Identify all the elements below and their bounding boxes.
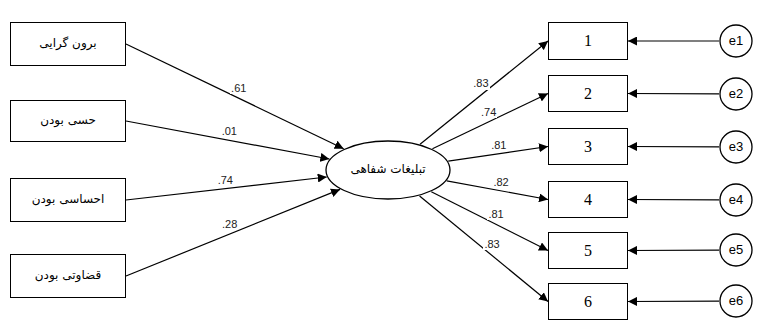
node-label: e4 [729,193,743,207]
path-coefficient: .83 [483,238,500,250]
node-label: قضاوتی بودن [35,269,101,282]
path-coefficient: .74 [217,174,234,186]
path-coefficient: .81 [487,208,504,220]
path-arrow [628,199,719,201]
path-coefficient: .01 [221,125,238,137]
path-arrow [628,40,719,41]
indicator-box: 6 [548,283,628,320]
outline-shape [720,234,752,266]
error-circle: e4 [719,183,753,217]
indicator-box: 4 [548,181,628,218]
node-label: حسی بودن [40,114,96,127]
path-coefficient: .28 [221,218,238,230]
outline-shape [720,184,752,216]
node-label: تبلیغات شفاهی [350,163,425,176]
node-label: 1 [584,32,592,50]
node-label: 5 [584,242,592,260]
node-label: e5 [729,243,743,257]
path-arrow [628,146,719,148]
outline-shape [720,78,752,110]
path-arrow [126,189,340,276]
indicator-box: 2 [548,75,628,112]
outline-shape [720,25,752,57]
path-arrow [420,41,548,144]
path-coefficient: .61 [230,82,247,94]
indicator-box: 3 [548,128,628,165]
path-arrow [628,300,719,302]
path-arrow [628,249,719,251]
node-label: 4 [584,191,592,209]
node-label: e6 [729,294,743,308]
path-coefficient: .83 [472,77,489,89]
node-label: برون گرایی [39,37,96,50]
construct-box: احساسی بودن [10,178,126,222]
error-circle: e3 [719,130,753,164]
path-arrow [126,44,344,149]
path-coefficient: .81 [490,139,507,151]
path-coefficient: .82 [492,176,509,188]
indicator-box: 1 [548,22,628,60]
outline-shape [720,285,752,317]
node-label: 2 [584,85,592,103]
node-label: 3 [584,138,592,156]
path-arrow [126,121,329,159]
error-circle: e1 [719,24,753,58]
node-label: e2 [729,87,743,101]
error-circle: e2 [719,77,753,111]
indicator-box: 5 [548,232,628,269]
path-arrow [431,192,548,251]
path-coefficient: .74 [480,106,497,118]
node-label: e3 [729,140,743,154]
latent-ellipse: تبلیغات شفاهی [325,140,451,200]
node-label: 6 [584,293,592,311]
node-label: احساسی بودن [32,193,105,206]
construct-box: قضاوتی بودن [10,254,126,298]
error-circle: e5 [719,233,753,267]
path-arrow [628,93,719,95]
construct-box: حسی بودن [10,100,126,142]
path-arrow [420,196,548,302]
outline-shape [720,131,752,163]
node-label: e1 [729,34,743,48]
construct-box: برون گرایی [10,22,126,66]
error-circle: e6 [719,284,753,318]
outline-shape [326,141,450,199]
